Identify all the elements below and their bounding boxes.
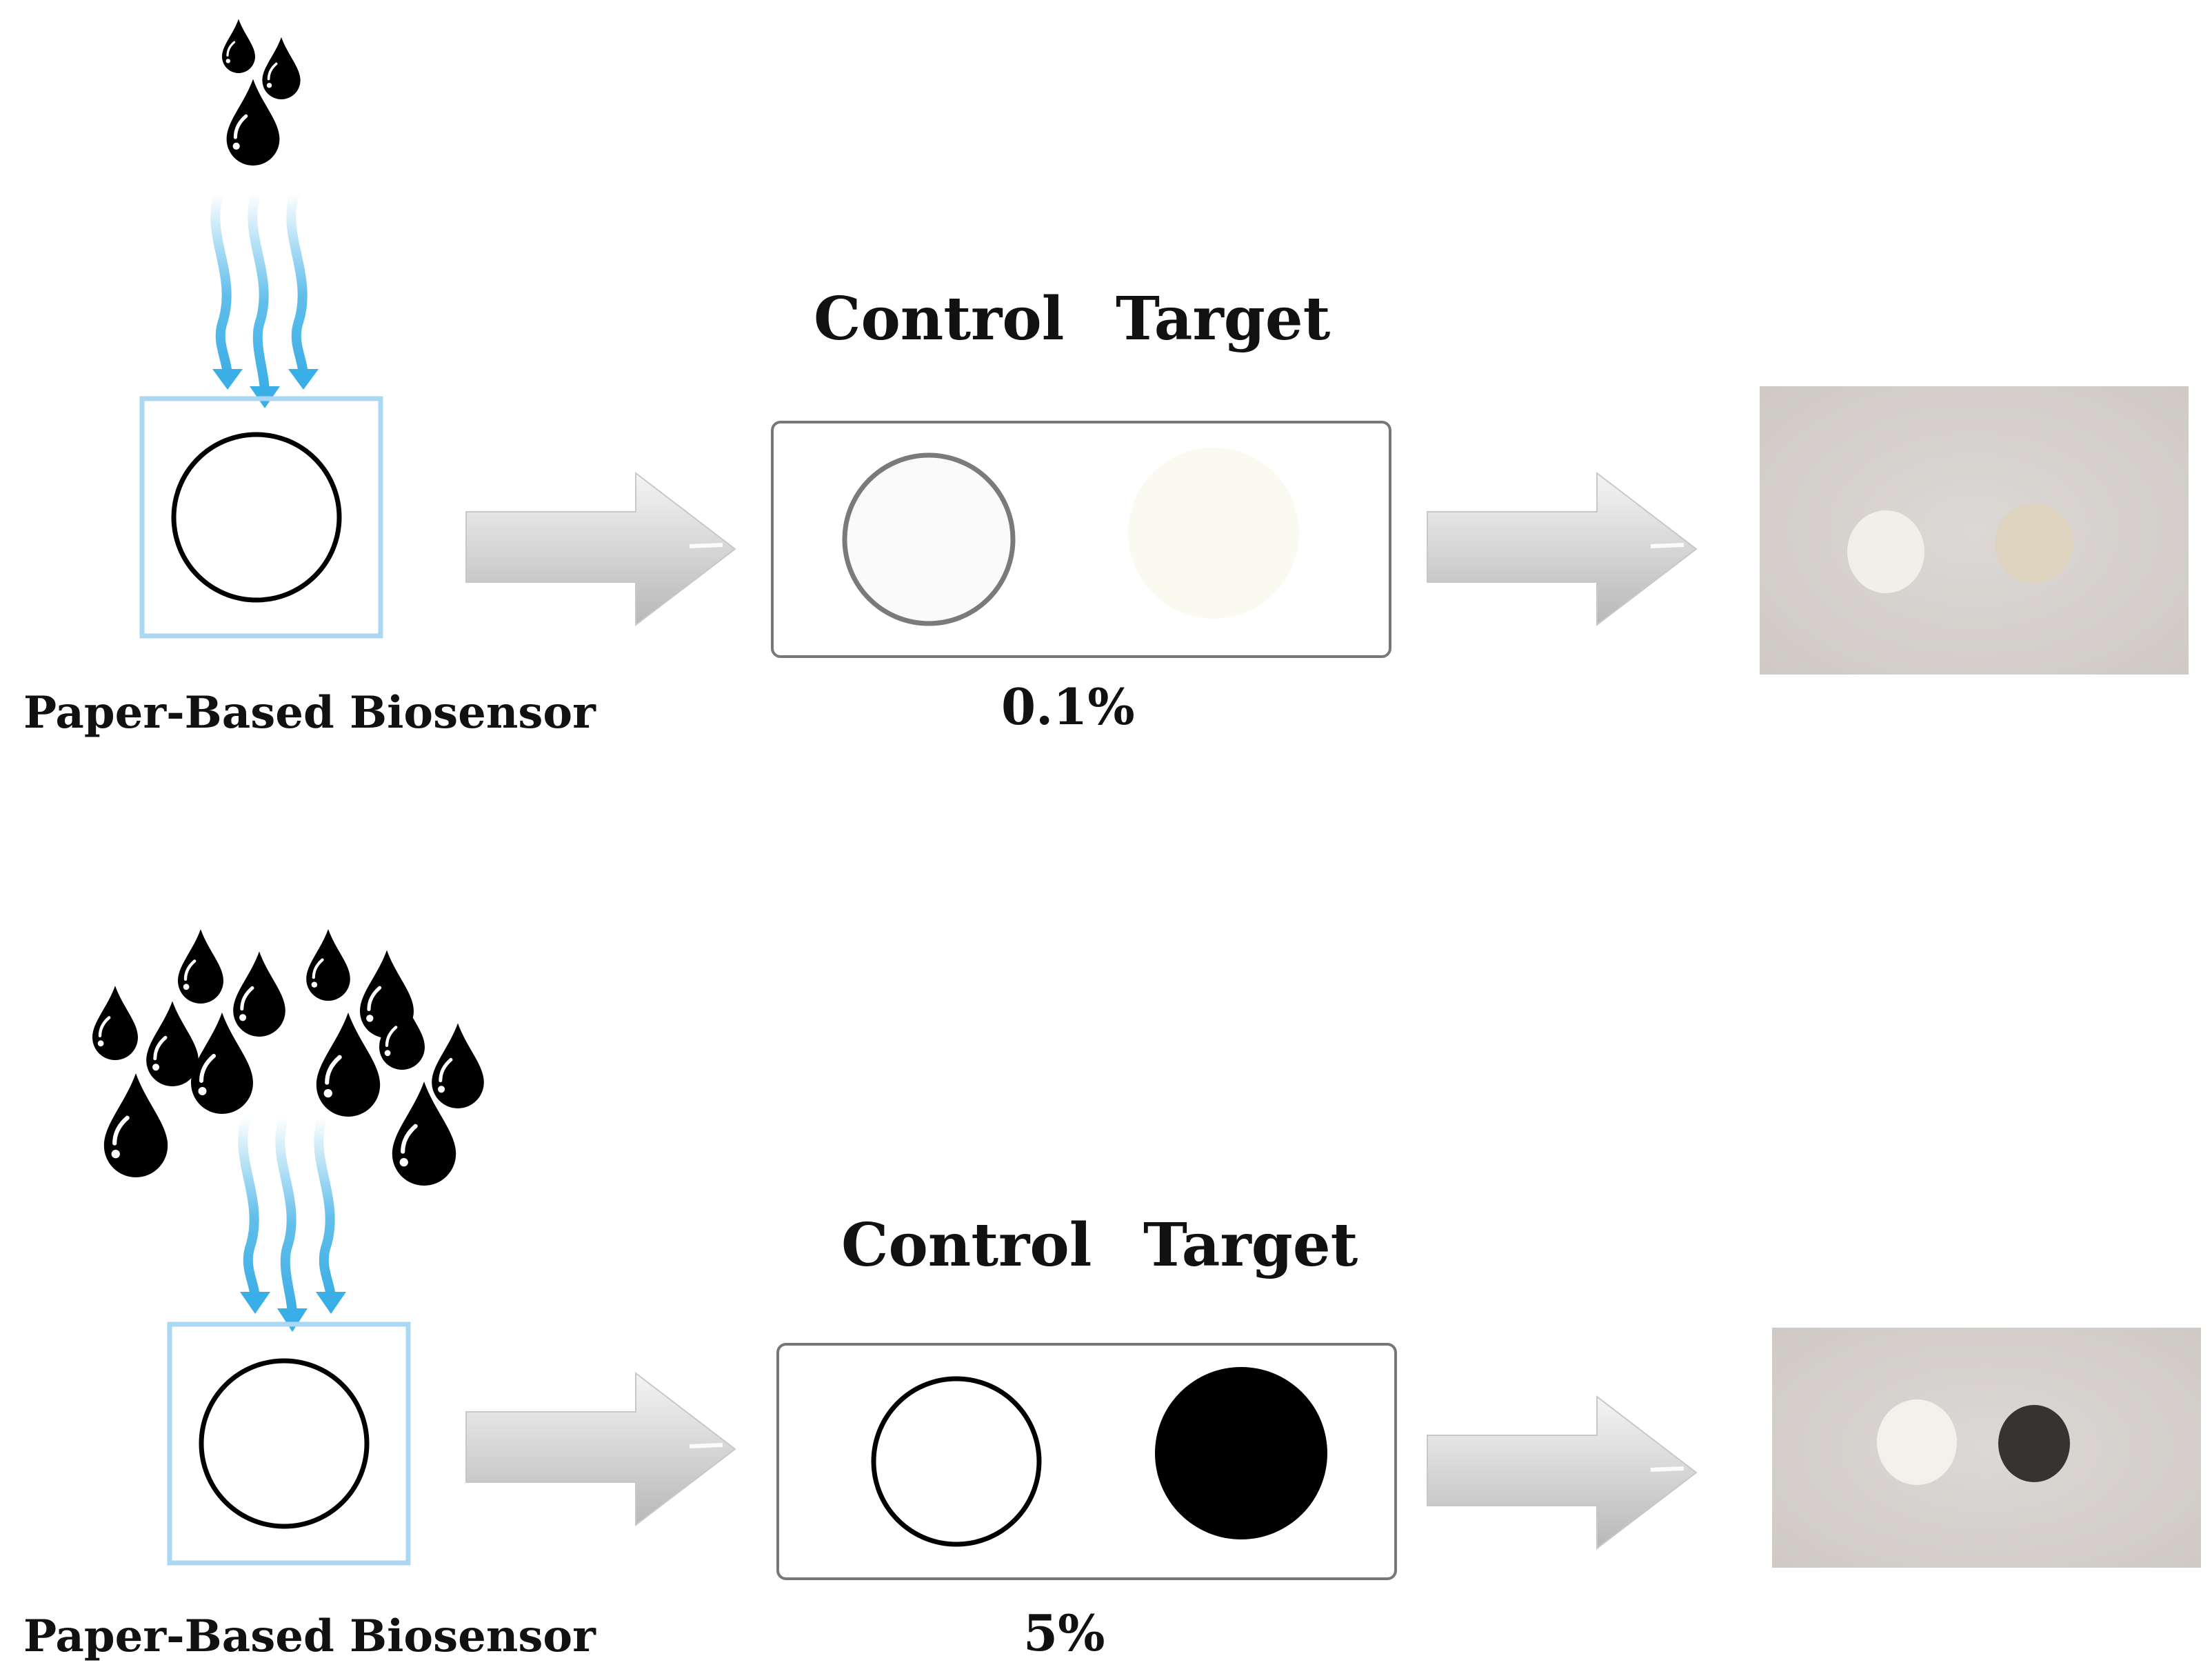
- drop-icon: [233, 952, 285, 1037]
- concentration-label: 0.1%: [1001, 677, 1135, 736]
- sensor-label: Paper-Based Biosensor: [23, 687, 596, 739]
- panel-high-art: [0, 838, 2201, 1580]
- sensor-frame: [139, 396, 383, 639]
- panel-high-concentration: Control Target 5% Paper-Based Biosensor: [0, 838, 2212, 1676]
- target-label: Target: [1143, 1210, 1358, 1280]
- photo-target-spot: [1998, 1405, 2070, 1482]
- sensor-disc: [171, 432, 342, 603]
- drop-icon: [178, 929, 223, 1004]
- process-arrow: [1427, 471, 1698, 627]
- drop-icon: [262, 36, 301, 99]
- result-photo: [1760, 386, 2189, 675]
- photo-control-spot: [1847, 510, 1924, 593]
- photo-control-spot: [1877, 1399, 1957, 1485]
- process-arrow: [465, 1371, 736, 1527]
- sensor-frame: [167, 1321, 411, 1566]
- drop-icon: [222, 18, 255, 73]
- control-spot: [842, 452, 1016, 626]
- target-spot: [1155, 1367, 1327, 1539]
- control-label: Control: [841, 1210, 1092, 1280]
- drop-icon: [146, 1001, 199, 1086]
- process-arrow: [465, 471, 736, 627]
- photo-target-spot: [1995, 503, 2073, 583]
- drop-icon: [104, 1073, 168, 1177]
- result-photo: [1772, 1328, 2201, 1568]
- panel-low-art: [139, 18, 2189, 675]
- process-arrow: [1427, 1395, 1698, 1550]
- sensor-label: Paper-Based Biosensor: [23, 1610, 596, 1662]
- concentration-label: 5%: [1023, 1604, 1105, 1662]
- control-label: Control: [814, 284, 1065, 354]
- drops-high: [92, 929, 484, 1186]
- drops-low: [222, 18, 301, 166]
- flow-arrows-high: [238, 1115, 346, 1332]
- drop-icon: [432, 1024, 484, 1108]
- target-spot: [1128, 448, 1299, 619]
- target-label: Target: [1116, 284, 1331, 354]
- sensor-disc: [199, 1358, 370, 1529]
- flow-arrows-low: [210, 191, 319, 408]
- drop-icon: [306, 929, 350, 1001]
- panel-low-concentration: Control Target 0.1% Paper-Based Biosenso…: [23, 18, 2189, 739]
- control-spot: [871, 1376, 1042, 1547]
- drop-icon: [92, 986, 138, 1060]
